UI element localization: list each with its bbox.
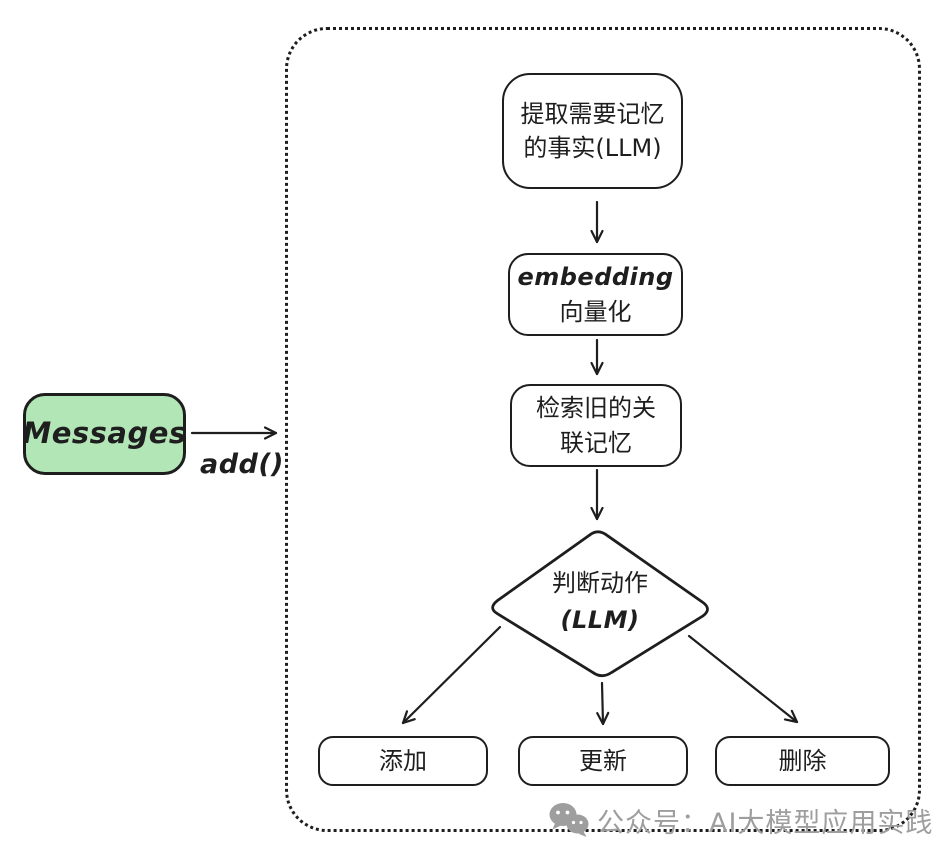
node-embedding-line2: 向量化	[559, 297, 632, 326]
node-extract-facts: 提取需要记忆 的事实(LLM)	[502, 73, 683, 189]
node-retrieve-memory-line1: 检索旧的关	[536, 394, 656, 423]
node-decide-action-line2: (LLM)	[560, 606, 640, 635]
pipeline-dashed-container	[285, 27, 921, 832]
node-action-delete: 删除	[715, 736, 890, 786]
node-extract-facts-line2: 的事实(LLM)	[523, 134, 662, 162]
watermark: 公众号：AI大模型应用实践	[548, 797, 933, 843]
node-messages: Messages	[22, 393, 187, 475]
node-action-add: 添加	[318, 736, 488, 786]
node-embedding: embedding 向量化	[508, 253, 683, 336]
add-call-label: add()	[199, 449, 285, 480]
node-action-update-label: 更新	[579, 746, 627, 775]
node-embedding-line1: embedding	[517, 263, 674, 292]
node-action-delete-label: 删除	[778, 746, 827, 775]
node-extract-facts-line1: 提取需要记忆	[520, 99, 665, 128]
node-decide-action-line1: 判断动作	[552, 569, 648, 597]
node-decide-action: 判断动作 (LLM)	[488, 565, 712, 639]
node-retrieve-memory: 检索旧的关 联记忆	[510, 384, 682, 467]
node-messages-label: Messages	[22, 416, 187, 451]
node-action-update: 更新	[518, 736, 688, 786]
node-retrieve-memory-line2: 联记忆	[560, 428, 632, 457]
wechat-icon	[548, 801, 590, 839]
node-action-add-label: 添加	[379, 746, 427, 775]
watermark-text: 公众号：AI大模型应用实践	[597, 807, 934, 839]
